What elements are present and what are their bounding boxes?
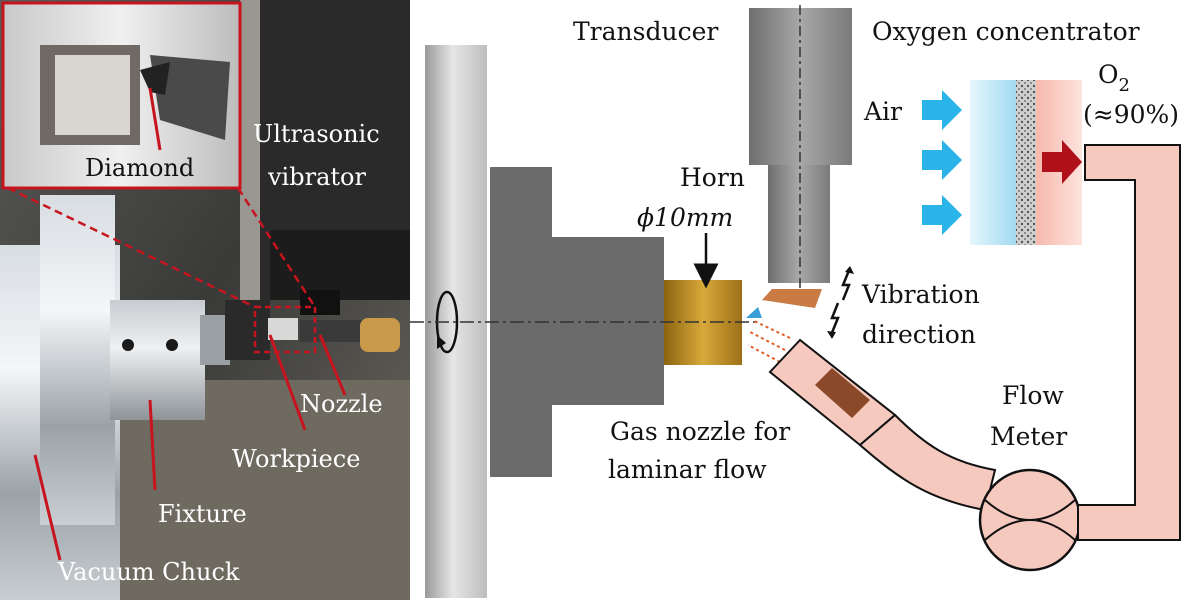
transducer-stem: [768, 165, 830, 283]
schematic-fixture: [552, 237, 664, 405]
label-transducer: Transducer: [573, 17, 718, 46]
vibrator-tip: [300, 290, 340, 315]
inset-workpiece-highlight: [55, 55, 130, 135]
air-arrow-icon: [922, 195, 962, 235]
fixture-hole: [122, 339, 134, 351]
label-gas-nozzle-line1: Gas nozzle for: [610, 417, 790, 446]
nozzle-fitting: [360, 318, 400, 352]
vibrator-lower: [270, 230, 410, 300]
zoom-box: [253, 305, 317, 354]
leader-vacuum-chuck: [33, 454, 62, 561]
fixture-hole: [166, 339, 178, 351]
label-o2-subscript: 2: [1119, 75, 1130, 96]
label-fixture: Fixture: [158, 500, 247, 528]
laminar-mesh-icon: [815, 368, 870, 418]
label-o2: O2: [1098, 60, 1130, 96]
label-diamond: Diamond: [85, 154, 194, 182]
label-vacuum-chuck: Vacuum Chuck: [57, 558, 240, 586]
vibration-zigzag-down-icon: [829, 302, 840, 336]
zoom-connector-left: [7, 186, 256, 309]
fixture-body: [110, 300, 205, 420]
label-ultrasonic-line2: vibrator: [267, 163, 366, 191]
gas-jet: [749, 331, 786, 351]
collet-nut: [225, 300, 270, 360]
oxygen-supply-line: [1077, 144, 1181, 541]
label-vibration-line1: Vibration: [861, 280, 980, 309]
label-horn-diameter: ϕ10mm: [637, 203, 733, 232]
leader-diamond: [148, 87, 162, 151]
vibration-zigzag-up-icon: [841, 267, 852, 301]
concentrator-membrane: [1016, 80, 1036, 245]
zoom-connector-right: [236, 187, 317, 308]
o2-arrow-icon: [1042, 140, 1082, 184]
inset-diamond-tip: [140, 62, 170, 95]
tool-edge-icon: [746, 307, 762, 318]
label-workpiece: Workpiece: [232, 445, 360, 473]
diamond-tool: [762, 289, 822, 308]
schematic-panel: Transducer Oxygen concentrator Air O2 (≈…: [410, 5, 1181, 598]
air-arrow-icon: [922, 140, 962, 180]
label-nozzle: Nozzle: [300, 390, 383, 418]
vibration-arrowhead-down-icon: [827, 331, 836, 339]
supply-hose: [858, 413, 997, 512]
gas-jet: [747, 344, 781, 363]
label-horn: Horn: [680, 163, 745, 192]
concentrator-air-side: [970, 80, 1018, 245]
label-air: Air: [863, 97, 902, 126]
workpiece-shape: [268, 318, 298, 340]
air-arrow-icon: [922, 90, 962, 130]
leader-workpiece: [268, 334, 307, 431]
label-vibration-line2: direction: [862, 320, 976, 349]
label-flow-meter-line1: Flow: [1002, 381, 1064, 410]
label-o2-main: O: [1098, 60, 1119, 89]
gas-jet: [751, 319, 791, 339]
nozzle-shape: [300, 320, 370, 342]
label-oxygen-concentrator: Oxygen concentrator: [872, 17, 1140, 46]
machine-frame: [240, 0, 260, 300]
leader-nozzle: [318, 334, 347, 396]
label-ultrasonic-line1: Ultrasonic: [253, 120, 380, 148]
label-o2-purity: (≈90%): [1083, 100, 1179, 129]
flow-meter-arc: [984, 519, 1076, 541]
label-flow-meter-line2: Meter: [990, 422, 1067, 451]
label-gas-nozzle-line2: laminar flow: [608, 455, 767, 484]
photo-panel: Diamond Ultrasonic vibrator Nozzle Workp…: [0, 0, 410, 600]
vacuum-chuck-ring: [40, 195, 115, 525]
rotation-arrowhead-icon: [437, 335, 446, 349]
leader-fixture: [148, 399, 157, 491]
inset-tool-holder: [150, 55, 230, 140]
vibration-arrowhead-up-icon: [845, 266, 854, 274]
